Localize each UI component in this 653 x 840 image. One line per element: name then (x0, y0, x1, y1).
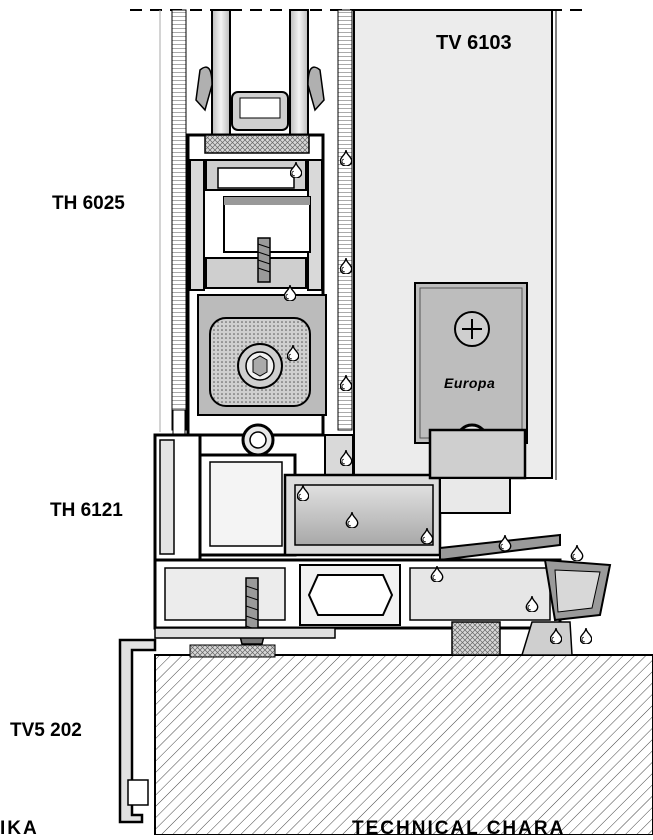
label-th6121: TH 6121 (50, 500, 123, 521)
angle-profile-tv5202 (118, 638, 157, 824)
footer-left-text: IKA (0, 818, 39, 839)
footer-right-text: TECHNICAL CHARA (352, 818, 566, 839)
left-bead (171, 9, 187, 431)
packing-strip (189, 644, 276, 658)
label-tv6103: TV 6103 (436, 32, 512, 54)
packer (451, 621, 501, 656)
screw-icon (257, 237, 271, 283)
wall-section (154, 654, 653, 836)
right-bead (337, 9, 353, 431)
europa-bracket (414, 282, 528, 444)
label-th6025: TH 6025 (52, 193, 125, 214)
label-tv5202: TV5 202 (10, 720, 82, 741)
screw-head-icon (454, 311, 490, 347)
brand-mark: Europa (444, 375, 496, 391)
glass-pane-left (211, 9, 231, 136)
glass-pane-right (289, 9, 309, 136)
